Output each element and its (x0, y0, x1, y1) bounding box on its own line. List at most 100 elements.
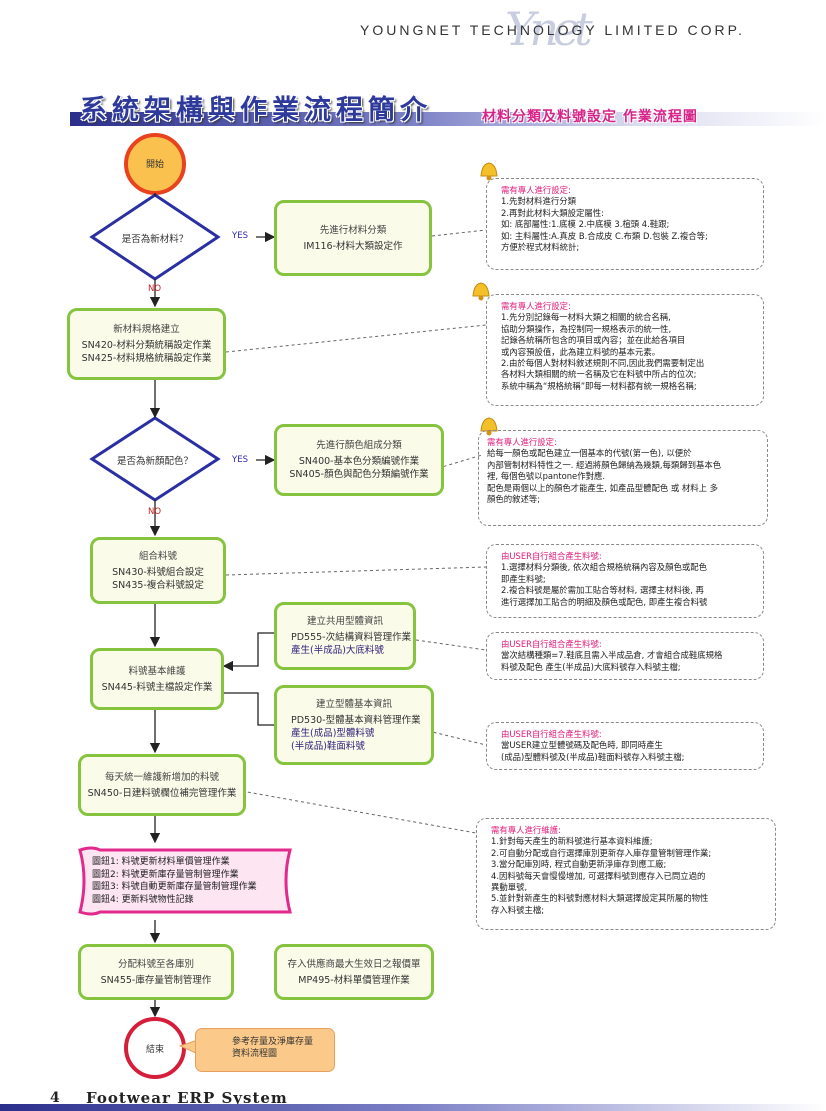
note-line: 當USER建立型體號碼及配色時, 即同時產生 (501, 740, 663, 751)
company-name: YOUNGNET TECHNOLOGY LIMITED CORP. (360, 22, 746, 38)
note-line: 1.先對材料進行分類 (501, 196, 576, 207)
process-spec-setup: 新材料規格建立 SN420-材料分類統稱設定作業 SN425-材料規格統稱設定作… (67, 308, 226, 380)
process-common-body: 建立共用型體資訊 PD555-次結構資料管理作業 產生(半成品)大底料號 (274, 602, 416, 670)
note-heading: 需有專人進行設定: (501, 301, 571, 311)
note-line: 存入料號主檔; (491, 904, 545, 915)
box-line: SN420-材料分類統稱設定作業 (81, 340, 212, 351)
box-title: 建立共用型體資訊 (306, 616, 383, 627)
note-heading: 需有專人進行維護: (491, 825, 561, 835)
decision-new-color: 是否為新顏配色？ (116, 456, 193, 467)
page-subtitle: 材料分類及料號設定 作業流程圖 (482, 109, 698, 125)
box-line: SN450-日建料號欄位補完管理作業 (87, 787, 237, 799)
report-line: 圖鈕1: 料號更新材料單價管理作業 (92, 857, 230, 867)
box-line: SN430-料號組合設定 (112, 566, 204, 578)
footer-product-name: Footwear ERP System (86, 1089, 288, 1107)
box-title: 組合料號 (138, 550, 177, 562)
box-line: 產生(成品)型體料號 (291, 727, 375, 739)
note-line: 2.再對此材料大類設定屬性: (501, 207, 604, 218)
box-title: 料號基本維護 (128, 665, 186, 677)
note-line: 當次結構種類=7.鞋底且需入半成品倉, 才會組合成鞋底規格 (501, 650, 723, 661)
box-line: MP495-材料單價管理作業 (298, 974, 410, 986)
note-line: 內部管制材料特性之一. 經過將顏色歸納為幾類,每類歸到基本色 (487, 459, 722, 470)
title-band (70, 112, 826, 126)
no-label-1: NO (148, 284, 162, 294)
box-line: PD530-型體基本資料管理作業 (291, 714, 421, 726)
process-warehouse-allocation: 分配料號至各庫別 SN455-庫存量管制管理作 (78, 944, 234, 1000)
note-line: 方便於程式材料統計; (501, 242, 580, 253)
process-material-classification: 先進行材料分類 IM116-材料大類設定作 (274, 200, 432, 276)
reference-line: 資料流程圖 (232, 1049, 278, 1059)
box-title: 每天統一維護新增加的料號 (104, 771, 219, 783)
note-heading: 由USER自行組合產生料號: (501, 551, 602, 561)
note-line: 2.可自動分配或自行選擇庫別更新存入庫存量管制管理作業; (491, 847, 712, 858)
note-color-setup: 需有專人進行設定: 給每一顏色或配色建立一個基本的代號(第一色), 以便於 內部… (478, 430, 768, 526)
report-line: 圖鈕3: 料號自動更新庫存量管制管理作業 (92, 882, 257, 892)
yes-label-2: YES (232, 455, 248, 465)
note-daily-maintenance: 需有專人進行維護: 1.針對每天產生的新料號進行基本資料維護; 2.可自動分配或… (476, 818, 776, 930)
note-line: 給每一顏色或配色建立一個基本的代號(第一色), 以便於 (487, 448, 692, 459)
note-line: (成品)型體料號及(半成品)鞋面料號存入料號主檔; (501, 751, 685, 762)
note-heading: 需有專人進行設定: (487, 437, 557, 447)
note-line: 如: 主料屬性:A.真皮 B.合成皮 C.布類 D.包裝 Z.複合等; (501, 230, 708, 241)
process-combine-item: 組合料號 SN430-料號組合設定 SN435-複合料號設定 (90, 537, 226, 604)
note-combine-item: 由USER自行組合產生料號: 1.選擇材料分類後, 依次組合規格統稱內容及顏色或… (486, 544, 764, 618)
note-line: 3.當分配庫別時, 程式自動更新淨庫存到應工廠; (491, 859, 667, 870)
process-supplier-quote: 存入供應商最大生效日之報價單 MP495-材料單價管理作業 (274, 944, 434, 1000)
box-line: SN455-庫存量管制管理作 (100, 974, 212, 986)
report-line: 圖鈕4: 更新料號物性記錄 (92, 894, 194, 905)
note-common-body: 由USER自行組合產生料號: 當次結構種類=7.鞋底且需入半成品倉, 才會組合成… (486, 632, 764, 680)
box-line: IM116-材料大類設定作 (303, 240, 403, 252)
note-material-setup: 需有專人進行設定: 1.先對材料進行分類 2.再對此材料大類設定屬性: 如: 底… (486, 178, 764, 270)
box-line: 產生(半成品)大底料號 (291, 645, 384, 656)
note-line: 4.因料號每天會慢慢增加, 可選擇料號到應存入已問立過的 (491, 870, 706, 881)
note-line: 如: 底部屬性:1.底模 2.中底模 3.楦頭 4.鞋跟; (501, 219, 670, 230)
note-line: 1.針對每天產生的新料號進行基本資料維護; (491, 836, 653, 847)
note-line: 2.複合料號是屬於需加工貼合等材料, 選擇主材料後, 再 (501, 585, 704, 596)
footer-band (0, 1104, 826, 1111)
yes-label-1: YES (232, 231, 248, 241)
report-line: 圖鈕2: 料號更新庫存量管制管理作業 (92, 869, 239, 880)
box-title: 先進行顏色組成分類 (316, 440, 402, 451)
end-label: 結束 (145, 1045, 164, 1055)
process-model-info: 建立型體基本資訊 PD530-型體基本資料管理作業 產生(成品)型體料號 (半成… (274, 685, 434, 765)
box-title: 分配料號至各庫別 (117, 958, 194, 970)
note-line: 系統中稱為“規格統稱”即每一材料都有統一規格名稱; (501, 380, 697, 391)
note-line: 裡, 每個色號以pantone作對應. (487, 471, 605, 482)
note-line: 5.並針對新產生的料號對應材料大類選擇設定其所屬的物性 (491, 893, 709, 904)
note-line: 各材料大類相關的統一名稱及它在料號中所占的位次; (501, 369, 697, 380)
report-document-shape (78, 846, 292, 916)
reference-line: 參考存量及淨庫存量 (232, 1037, 314, 1047)
note-line: 異動單號, (491, 882, 528, 893)
note-line: 進行選擇加工貼合的明細及顏色或配色, 即產生複合料號 (501, 596, 708, 607)
note-line: 協助分類操作，為控制同一規格表示的統一性, (501, 323, 672, 334)
note-heading: 由USER自行組合產生料號: (501, 639, 602, 649)
no-label-2: NO (148, 507, 162, 517)
note-line: 或內容預設值，此為建立料號的基本元素。 (501, 346, 661, 357)
note-line: 料號及配色 產生(半成品)大底料號存入料號主檔; (501, 661, 681, 672)
note-heading: 由USER自行組合產生料號: (501, 729, 602, 739)
process-daily-maintenance: 每天統一維護新增加的料號 SN450-日建料號欄位補完管理作業 (78, 754, 246, 816)
note-line: 顏色的敘述等; (487, 494, 541, 505)
box-line: (半成品)鞋面料號 (291, 740, 365, 752)
process-color-classification: 先進行顏色組成分類 SN400-基本色分類編號作業 SN405-顏色與配色分類編… (274, 424, 444, 496)
bell-icon (480, 162, 498, 181)
note-line: 1.先分別記錄每一材料大類之相關的統合名稱, (501, 312, 671, 323)
note-line: 記錄各統稱所包含的項目或內容；並在此給各項目 (501, 335, 686, 346)
bell-icon (472, 282, 490, 301)
box-line: SN435-複合料號設定 (112, 579, 204, 591)
box-line: PD555-次結構資料管理作業 (291, 632, 412, 643)
box-line: SN425-材料規格統稱設定作業 (81, 353, 212, 364)
process-item-maintenance: 料號基本維護 SN445-料號主檔設定作業 (90, 648, 224, 710)
note-spec-setup: 需有專人進行設定: 1.先分別記錄每一材料大類之相關的統合名稱, 協助分類操作，… (486, 294, 764, 406)
decision-new-material: 是否為新材料？ (121, 234, 189, 245)
report-button-list: 圖鈕1: 料號更新材料單價管理作業 圖鈕2: 料號更新庫存量管制管理作業 圖鈕3… (92, 856, 257, 906)
page-title: 系統架構與作業流程簡介 (80, 95, 432, 126)
box-line: SN405-顏色與配色分類編號作業 (289, 469, 429, 480)
reference-note: 參考存量及淨庫存量 資料流程圖 (195, 1028, 335, 1072)
note-heading: 需有專人進行設定: (501, 185, 571, 195)
note-model-info: 由USER自行組合產生料號: 當USER建立型體號碼及配色時, 即同時產生 (成… (486, 722, 764, 770)
box-line: SN445-料號主檔設定作業 (101, 681, 213, 693)
box-title: 存入供應商最大生效日之報價單 (287, 958, 421, 970)
box-title: 新材料規格建立 (113, 324, 180, 335)
